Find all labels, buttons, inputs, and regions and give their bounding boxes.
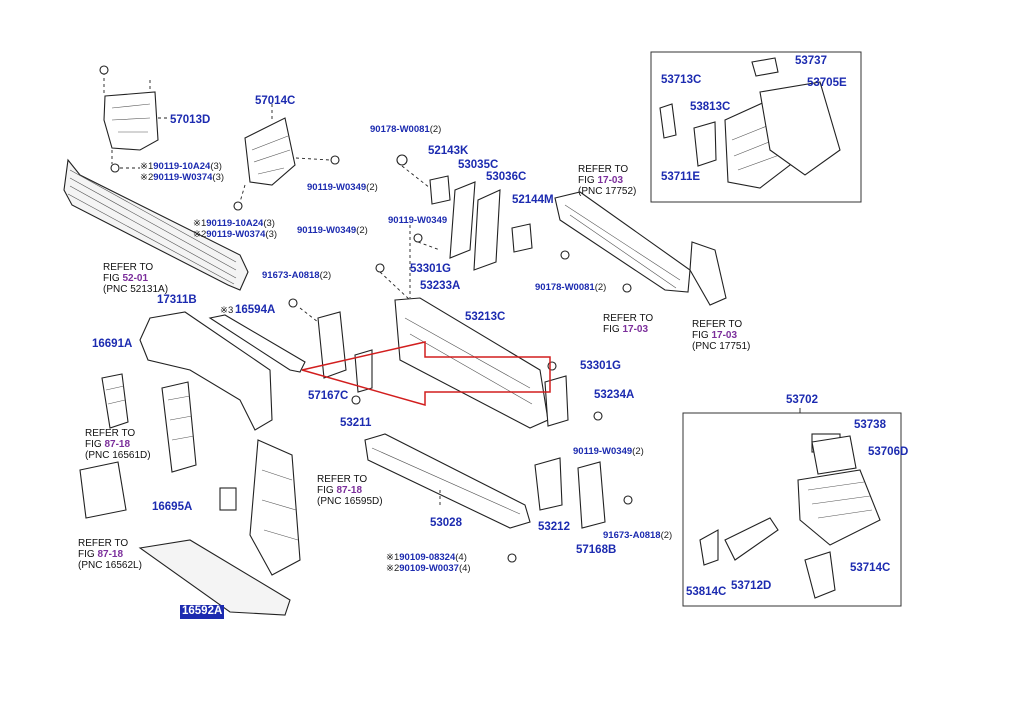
fastener-label-1: ※190119-10A24(3) — [140, 161, 222, 172]
refer-label-2: REFER TO FIG 17-03 (PNC 17752) — [578, 164, 637, 197]
label-53738: 53738 — [854, 419, 886, 431]
label-57167C: 57167C — [308, 390, 349, 402]
bracket-group-center-top — [375, 154, 570, 273]
clip-16695A — [219, 487, 237, 511]
label-53711E: 53711E — [661, 171, 701, 183]
fig-link-87-18-b[interactable]: 87-18 — [336, 485, 363, 496]
label-53712D: 53712D — [731, 580, 772, 592]
fastener-label-10: 90178-W0081(2) — [535, 282, 607, 293]
label-53714C: 53714C — [850, 562, 891, 574]
fig-link-17-03-c[interactable]: 17-03 — [711, 330, 738, 341]
label-53713C: 53713C — [661, 74, 702, 86]
side-duct-right — [249, 439, 301, 576]
label-53813C: 53813C — [690, 101, 731, 113]
fastener-label-15: ※3 — [220, 305, 234, 316]
upper-support-53213C — [379, 225, 549, 429]
label-53213C: 53213C — [465, 311, 506, 323]
inset-bottom-parts — [699, 433, 881, 599]
fastener-label-7: 90178-W0081(2) — [370, 124, 442, 135]
fastener-label-8: 90119-W0349 — [388, 215, 448, 226]
fastener-label-13: ※190109-08324(4) — [386, 552, 467, 563]
label-53706D: 53706D — [868, 446, 909, 458]
lower-crossmember-53028 — [364, 433, 531, 529]
label-53301G-lower: 53301G — [580, 360, 621, 372]
label-52144M: 52144M — [512, 194, 554, 206]
label-53233A: 53233A — [420, 280, 461, 292]
label-53211: 53211 — [340, 417, 372, 429]
shield-16592A — [138, 539, 291, 616]
bracket-57168B — [507, 461, 633, 563]
bracket-53212 — [534, 457, 563, 511]
label-16691A: 16691A — [92, 338, 133, 350]
label-53212: 53212 — [538, 521, 570, 533]
fastener-label-6: 90119-W0349(2) — [297, 225, 368, 236]
label-57168B: 57168B — [576, 544, 617, 556]
label-16592A[interactable]: 16592A — [180, 605, 225, 619]
fig-link-87-18-a[interactable]: 87-18 — [104, 439, 131, 450]
label-57013D: 57013D — [170, 114, 211, 126]
label-16594A: 16594A — [235, 304, 276, 316]
label-53301G-upper: 53301G — [410, 263, 451, 275]
label-17311B: 17311B — [157, 294, 197, 306]
fig-link-52-01[interactable]: 52-01 — [122, 273, 149, 284]
label-57014C: 57014C — [255, 95, 296, 107]
label-53702: 53702 — [786, 394, 818, 406]
bracket-57013D — [99, 65, 170, 173]
fastener-label-11: 90119-W0349(2) — [573, 446, 644, 457]
inset-box-bottom — [682, 412, 902, 607]
label-53705E: 53705E — [807, 77, 847, 89]
refer-label-6: REFER TO FIG 87-18 (PNC 16595D) — [317, 474, 383, 507]
fig-link-17-03-b[interactable]: 17-03 — [622, 324, 649, 335]
fig-link-87-18-c[interactable]: 87-18 — [97, 549, 124, 560]
label-53035C: 53035C — [458, 159, 499, 171]
fastener-label-5: 90119-W0349(2) — [307, 182, 378, 193]
fastener-label-14: ※290109-W0037(4) — [386, 563, 471, 574]
refer-label-7: REFER TO FIG 87-18 (PNC 16562L) — [78, 538, 142, 571]
side-duct-left — [161, 381, 197, 473]
inset-box-top — [650, 51, 862, 203]
label-52143K: 52143K — [428, 145, 469, 157]
seal-16562L — [79, 461, 127, 519]
refer-label-5: REFER TO FIG 87-18 (PNC 16561D) — [85, 428, 151, 461]
air-guide-17311B — [139, 311, 306, 431]
label-53814C: 53814C — [686, 586, 727, 598]
label-16695A: 16695A — [152, 501, 193, 513]
label-53036C: 53036C — [486, 171, 527, 183]
refer-label-3: REFER TO FIG 17-03 — [603, 313, 654, 335]
label-53028: 53028 — [430, 517, 462, 529]
fastener-label-9: 91673-A0818(2) — [262, 270, 332, 281]
bracket-16691A — [101, 373, 129, 429]
fastener-label-4: ※290119-W0374(3) — [193, 229, 278, 240]
piece-17751 — [689, 241, 727, 306]
refer-label-1: REFER TO FIG 52-01 (PNC 52131A) — [103, 262, 169, 295]
fastener-label-12: 91673-A0818(2) — [603, 530, 673, 541]
refer-label-4: REFER TO FIG 17-03 (PNC 17751) — [692, 319, 751, 352]
highlight-arrow — [301, 341, 551, 406]
fig-link-17-03-a[interactable]: 17-03 — [597, 175, 624, 186]
label-53737: 53737 — [795, 55, 827, 67]
bracket-57167C — [288, 298, 373, 405]
fastener-label-2: ※290119-W0374(3) — [140, 172, 225, 183]
label-53234A: 53234A — [594, 389, 635, 401]
support-17752 — [554, 191, 691, 293]
inset-top-parts — [659, 57, 841, 189]
bumper-reinforcement — [63, 158, 249, 291]
bracket-57014C — [233, 104, 340, 211]
fastener-label-3: ※190119-10A24(3) — [193, 218, 275, 229]
